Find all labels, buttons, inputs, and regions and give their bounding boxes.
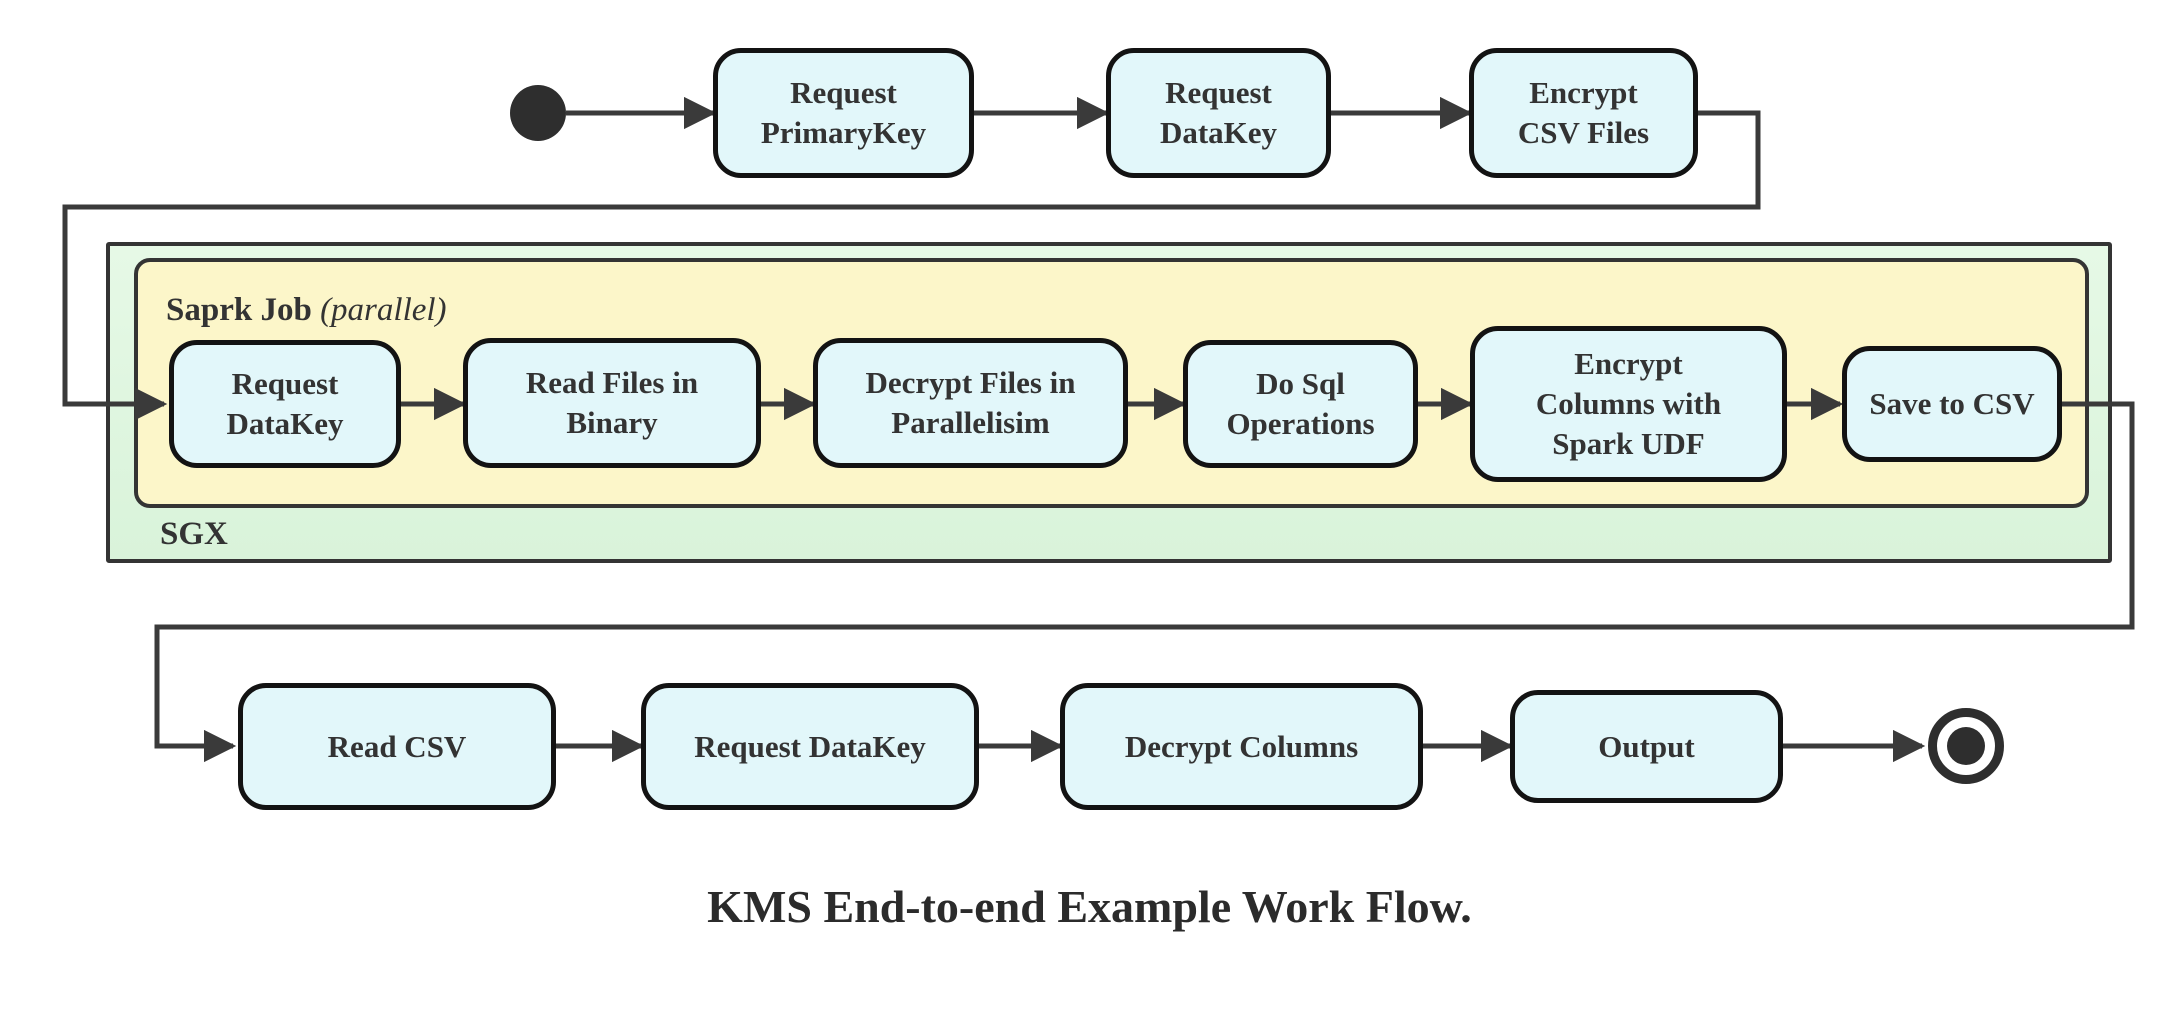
spark-job-label-title: Saprk Job: [166, 292, 312, 328]
node-read-csv: Read CSV: [238, 683, 556, 810]
node-decrypt-columns: Decrypt Columns: [1060, 683, 1423, 810]
node-request-datakey-bottom: Request DataKey: [641, 683, 979, 810]
node-do-sql-operations: Do Sql Operations: [1183, 340, 1418, 468]
initial-node-icon: [510, 85, 566, 141]
sgx-label: SGX: [160, 516, 228, 552]
edge-m6-to-b1: [154, 401, 2135, 763]
spark-job-label: Saprk Job (parallel): [166, 292, 447, 329]
final-node-dot: [1947, 727, 1985, 765]
node-request-datakey-sgx: Request DataKey: [169, 340, 401, 468]
node-encrypt-columns-with-spark-udf: Encrypt Columns with Spark UDF: [1470, 326, 1787, 482]
spark-job-label-qualifier: (parallel): [320, 292, 447, 328]
diagram-caption: KMS End-to-end Example Work Flow.: [707, 881, 1472, 932]
final-node-icon: [1928, 708, 2004, 784]
node-read-files-in-binary: Read Files in Binary: [463, 338, 761, 468]
node-encrypt-csv-files: Encrypt CSV Files: [1469, 48, 1698, 178]
node-save-to-csv: Save to CSV: [1842, 346, 2062, 462]
node-output: Output: [1510, 690, 1783, 803]
edge-t3-to-m1: [62, 110, 1761, 421]
node-decrypt-files-in-parallelisim: Decrypt Files in Parallelisim: [813, 338, 1128, 468]
node-request-datakey-top: Request DataKey: [1106, 48, 1331, 178]
node-request-primarykey: Request PrimaryKey: [713, 48, 974, 178]
